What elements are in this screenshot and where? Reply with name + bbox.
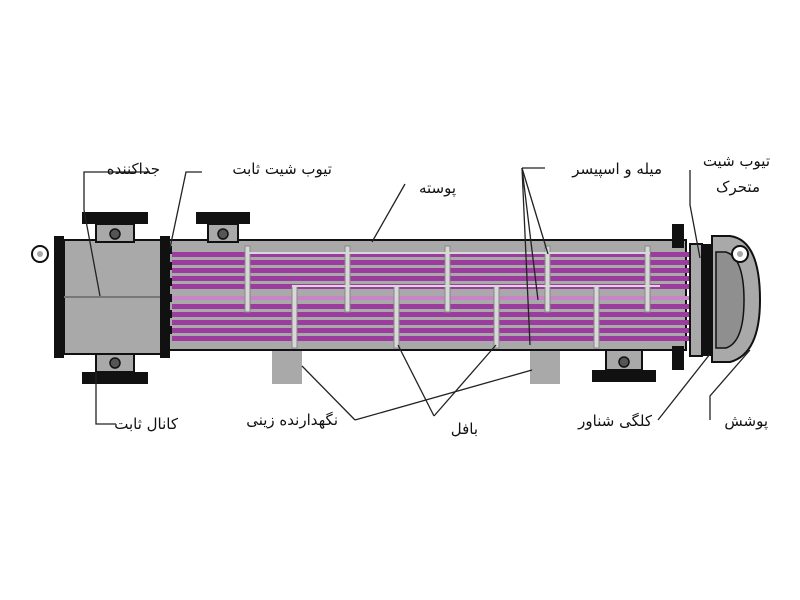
floating-tubesheet (689, 243, 712, 357)
baffle (544, 245, 551, 313)
tie-rods (246, 252, 660, 287)
label-saddle-support: نگهدارنده زینی (246, 411, 338, 429)
label-fixed-channel: کانال ثابت (114, 415, 179, 433)
channel-nozzle-top (82, 212, 148, 243)
baffle (244, 245, 251, 313)
label-fixed-tubesheet: تیوب شیت ثابت (232, 160, 332, 178)
label-cover: پوشش (724, 412, 768, 431)
baffle (291, 285, 298, 349)
label-tie-rod-spacer: میله و اسپیسر (571, 160, 662, 179)
channel-nozzle-bottom (82, 353, 148, 384)
label-baffle: بافل (451, 420, 478, 438)
label-floating-tubesheet-line1: تیوب شیت (703, 152, 770, 170)
shell-nozzle-bottom-right (592, 349, 656, 382)
shell-flange-right (672, 224, 684, 370)
floating-head-cover (711, 235, 762, 363)
label-floating-head: کلگی شناور (577, 412, 653, 430)
label-divider: جداکننده (107, 160, 160, 178)
label-floating-tubesheet-line2: متحرک (716, 178, 760, 196)
fixed-tubesheet (166, 246, 172, 334)
label-shell: پوسته (419, 179, 456, 198)
saddle-support-left (272, 348, 302, 384)
baffles (244, 245, 651, 349)
baffle (444, 245, 451, 313)
leader-lines (83, 167, 751, 425)
fixed-channel (31, 236, 170, 358)
saddle-support-right (530, 348, 560, 384)
baffle (344, 245, 351, 313)
baffle (593, 285, 600, 349)
baffle (393, 285, 400, 349)
baffle (493, 285, 500, 349)
shell-nozzle-left (196, 212, 250, 243)
baffle (644, 245, 651, 313)
